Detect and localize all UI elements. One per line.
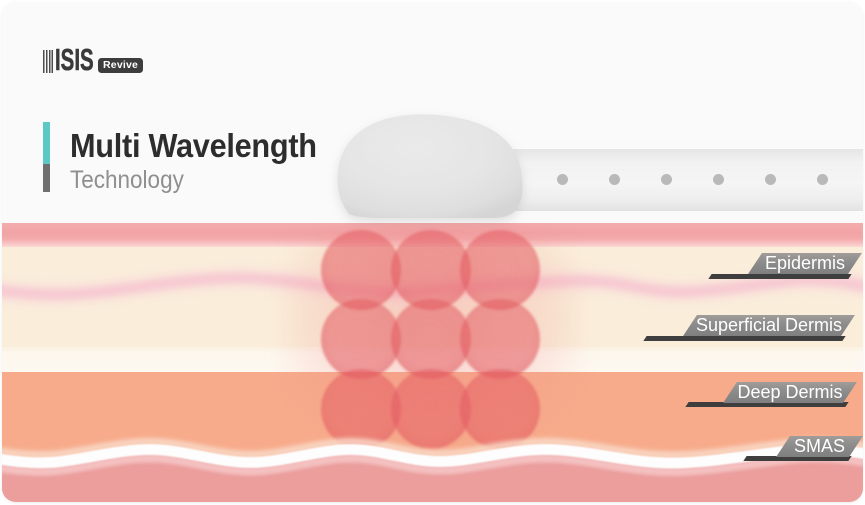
brand-badge: Revive [98,58,144,73]
energy-bubble [460,299,540,379]
arm-hole [765,174,776,185]
handpiece-head [337,114,523,218]
skin-cross-section [2,223,863,502]
arm-hole [557,174,568,185]
title-accent-bar-teal [43,122,50,164]
energy-bubble [321,369,401,449]
handpiece-arm-holes [557,174,828,185]
arm-hole [661,174,672,185]
arm-hole [713,174,724,185]
smas-wave [2,437,863,502]
energy-bubble [391,369,471,449]
arm-hole [609,174,620,185]
energy-bubble [391,230,471,310]
title-accent-bar-gray [43,164,50,192]
energy-bubble [460,369,540,449]
page-title: Multi Wavelength [70,127,317,164]
energy-bubble [321,230,401,310]
energy-bubble [391,299,471,379]
arm-hole [817,174,828,185]
page-subtitle: Technology [70,166,184,194]
energy-field [2,223,863,502]
brand-stripes-icon [43,50,53,73]
brand-name: ISIS [55,42,94,77]
energy-bubble [321,299,401,379]
energy-bubble [460,230,540,310]
